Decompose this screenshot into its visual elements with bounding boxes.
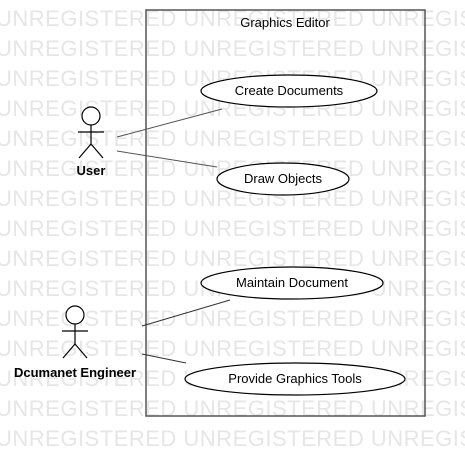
use-case-label: Create Documents: [235, 83, 344, 98]
association-user-create: [116, 108, 223, 138]
use-case-label: Draw Objects: [244, 171, 323, 186]
use-case-ellipse: [216, 162, 350, 196]
watermark-row: UNREGISTERED UNREGISTERED UNREGISTERED: [0, 186, 465, 211]
use-case-label: Provide Graphics Tools: [228, 371, 362, 386]
actor-left-leg: [78, 143, 92, 159]
actor-right-leg: [74, 343, 88, 359]
watermark-row: UNREGISTERED UNREGISTERED UNREGISTERED: [0, 426, 465, 451]
system-title: Graphics Editor: [240, 15, 330, 30]
use-case-provide-graphics-tools[interactable]: Provide Graphics Tools: [184, 362, 406, 396]
system-boundary[interactable]: [145, 9, 426, 417]
use-case-ellipse: [200, 74, 378, 108]
watermark-row: UNREGISTERED UNREGISTERED UNREGISTERED: [0, 396, 465, 421]
use-case-maintain-document[interactable]: Maintain Document: [200, 266, 384, 300]
actor-user[interactable]: User: [77, 106, 106, 178]
actor-head: [81, 106, 101, 126]
use-case-ellipse: [184, 362, 406, 396]
use-case-ellipse: [200, 266, 384, 300]
watermark-row: UNREGISTERED UNREGISTERED UNREGISTERED: [0, 126, 465, 151]
association-user-draw: [116, 150, 218, 168]
use-case-draw-objects[interactable]: Draw Objects: [216, 162, 350, 196]
watermark-row: UNREGISTERED UNREGISTERED UNREGISTERED: [0, 336, 465, 361]
association-engineer-tools: [141, 353, 187, 364]
watermark-row: UNREGISTERED UNREGISTERED UNREGISTERED: [0, 216, 465, 241]
actor-head: [65, 305, 85, 325]
actor-engineer[interactable]: Dcumanet Engineer: [14, 305, 136, 380]
actor-label: Dcumanet Engineer: [14, 365, 136, 380]
actor-right-leg: [90, 143, 104, 159]
use-case-create-documents[interactable]: Create Documents: [200, 74, 378, 108]
actor-label: User: [77, 163, 106, 178]
actor-left-leg: [62, 343, 76, 359]
association-engineer-maintain: [141, 299, 231, 327]
watermark-row: UNREGISTERED UNREGISTERED UNREGISTERED: [0, 246, 465, 271]
use-case-label: Maintain Document: [236, 275, 348, 290]
watermark-row: UNREGISTERED UNREGISTERED UNREGISTERED: [0, 36, 465, 61]
